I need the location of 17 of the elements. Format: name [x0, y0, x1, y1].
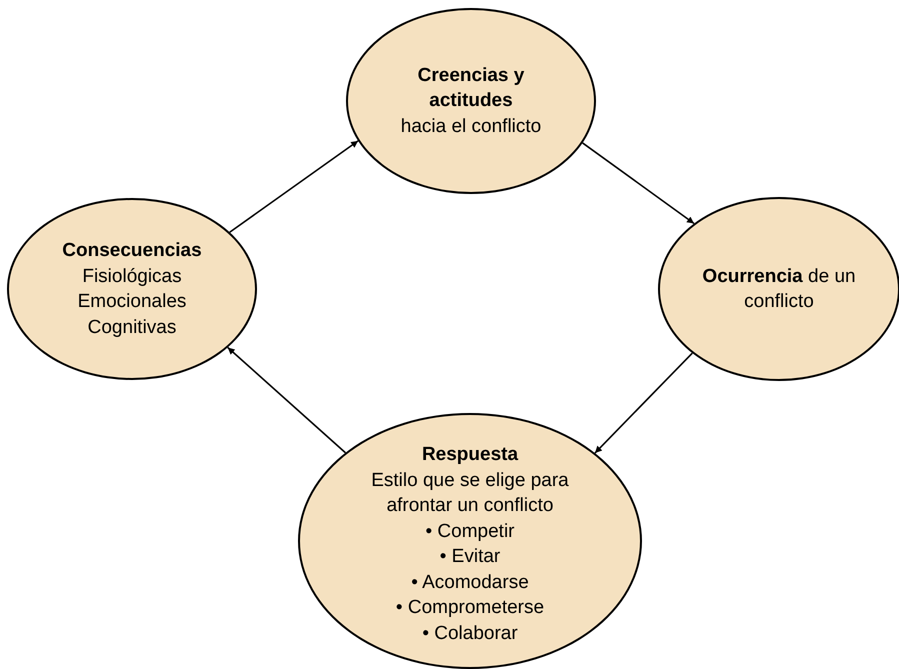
node-text: • Competir: [425, 520, 514, 544]
arrow: [594, 352, 693, 454]
node-text: Emocionales: [78, 290, 186, 314]
node-text: • Colaborar: [422, 622, 518, 646]
node-text: • Comprometerse: [396, 596, 544, 620]
node-heading: Consecuencias: [62, 239, 202, 263]
node-text: • Acomodarse: [411, 570, 529, 594]
node-text: Fisiológicas: [82, 264, 182, 288]
node-text: Estilo que se elige para afrontar un conflicto: [370, 468, 570, 518]
node-heading: Respuesta: [422, 443, 518, 467]
node-text: hacia el conflicto: [400, 114, 542, 139]
arrow: [229, 140, 359, 233]
node-text: Cognitivas: [88, 316, 176, 340]
node-text: • Evitar: [440, 545, 500, 569]
arrow: [227, 346, 346, 454]
node-heading: Ocurrencia de un conflicto: [701, 264, 857, 314]
arrow: [582, 142, 694, 224]
